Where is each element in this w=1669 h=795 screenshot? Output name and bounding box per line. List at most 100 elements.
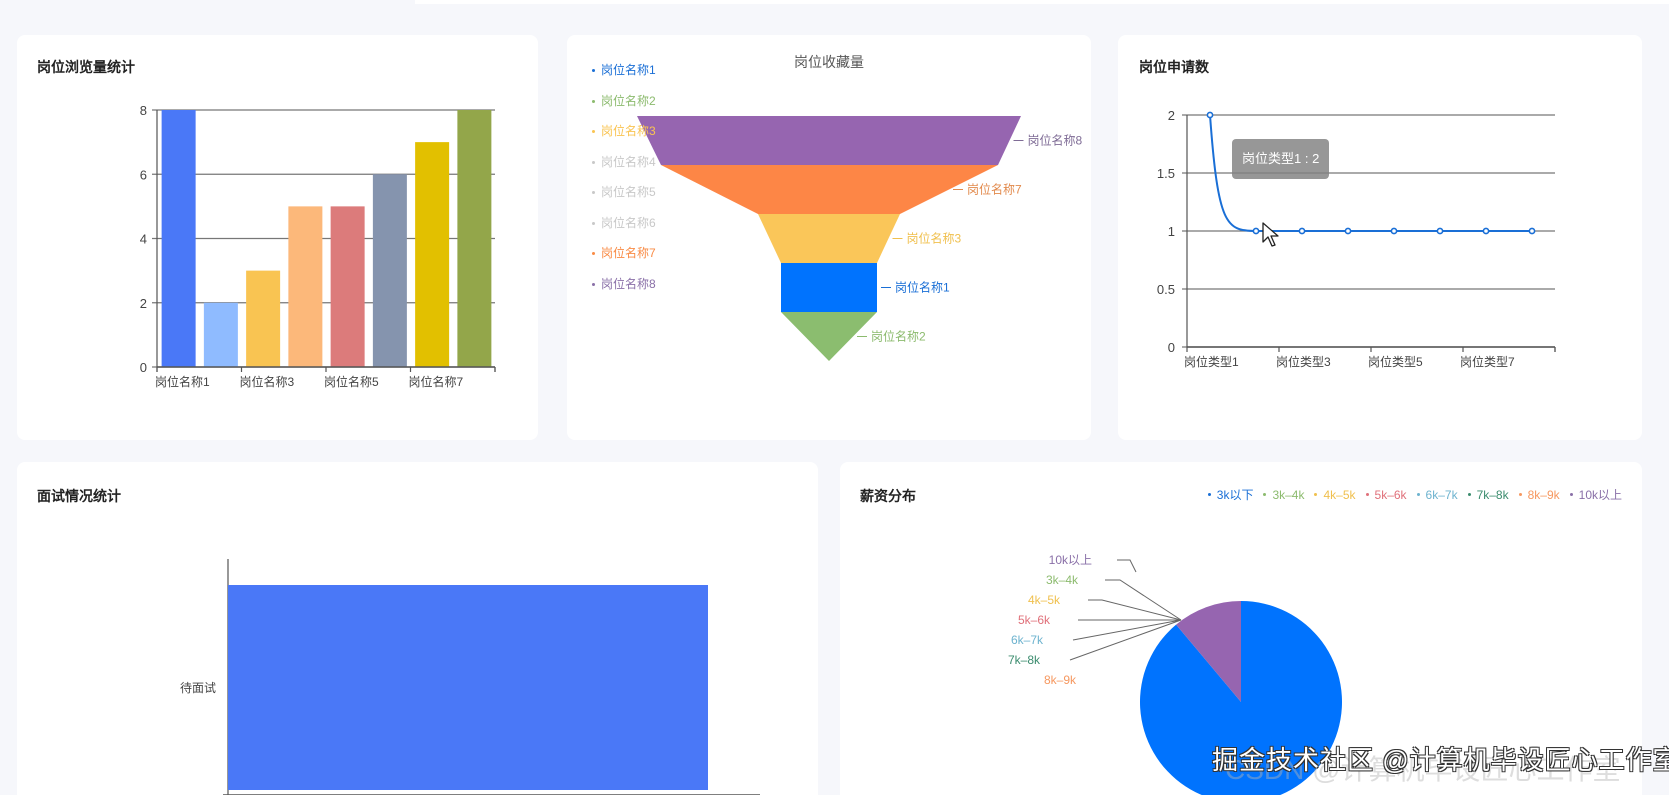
x-tick-label: 岗位类型7 — [1460, 354, 1515, 369]
bar[interactable] — [457, 110, 492, 367]
bar[interactable] — [228, 585, 708, 790]
legend-item[interactable]: 岗位名称1 — [592, 61, 656, 78]
interviews-panel: 面试情况统计 待面试 — [17, 462, 818, 795]
panel-title: 面试情况统计 — [37, 488, 121, 504]
legend-item[interactable]: 岗位名称6 — [592, 214, 656, 231]
pie-label: 5k–6k — [1018, 613, 1051, 627]
pie-label: 8k–9k — [1044, 673, 1077, 687]
funnel-layer[interactable] — [758, 214, 900, 263]
funnel-layer[interactable] — [637, 116, 1021, 165]
funnel-label: 岗位名称3 — [907, 231, 962, 246]
legend-label: 3k以下 — [1216, 488, 1254, 502]
mouse-cursor-icon — [1262, 222, 1279, 247]
x-tick-label: 岗位类型3 — [1276, 354, 1331, 369]
legend-item[interactable]: 10k以上 — [1569, 486, 1622, 503]
legend-item[interactable]: 5k–6k — [1365, 486, 1407, 503]
y-tick-label: 0 — [1168, 340, 1175, 355]
legend-item[interactable]: 3k以下 — [1207, 486, 1254, 503]
legend-item[interactable]: 岗位名称4 — [592, 153, 656, 170]
legend-item[interactable]: 3k–4k — [1263, 486, 1304, 503]
legend-item[interactable]: 7k–8k — [1467, 486, 1509, 503]
data-point[interactable] — [1298, 227, 1306, 235]
y-tick-label: 8 — [140, 103, 147, 118]
x-tick-label: 岗位类型5 — [1368, 354, 1423, 369]
legend-item[interactable]: 岗位名称5 — [592, 183, 656, 200]
data-point[interactable] — [1252, 227, 1260, 235]
bar[interactable] — [203, 302, 238, 367]
data-point[interactable] — [1390, 227, 1398, 235]
legend-label: 8k–9k — [1527, 487, 1560, 502]
y-tick-label: 0 — [140, 360, 147, 375]
legend-label: 10k以上 — [1578, 488, 1622, 502]
legend-item[interactable]: 4k–5k — [1314, 486, 1356, 503]
legend-item[interactable]: 8k–9k — [1518, 486, 1560, 503]
legend-item[interactable]: 岗位名称7 — [592, 244, 656, 261]
legend-dot-icon — [1207, 493, 1211, 496]
x-tick-label: 岗位类型1 — [1184, 354, 1239, 369]
funnel-label: 岗位名称2 — [871, 329, 926, 344]
data-point[interactable] — [1528, 227, 1536, 235]
y-tick-label: 4 — [140, 232, 147, 247]
legend-label: 岗位名称7 — [601, 246, 656, 260]
bar[interactable] — [246, 270, 281, 367]
legend-dot-icon — [1467, 493, 1471, 496]
data-point[interactable] — [1206, 111, 1214, 119]
pie-slice[interactable] — [1140, 601, 1342, 795]
legend-dot-icon — [592, 252, 595, 256]
bar[interactable] — [415, 142, 450, 367]
x-tick-label: 岗位名称1 — [155, 374, 210, 389]
data-point[interactable] — [1436, 227, 1444, 235]
pie-label: 3k–4k — [1046, 573, 1079, 587]
funnel-layer[interactable] — [781, 312, 877, 361]
interviews-bar-chart: 待面试 — [180, 559, 760, 795]
panel-title: 薪资分布 — [860, 488, 916, 504]
legend-label: 3k–4k — [1272, 487, 1305, 502]
y-tick-label: 待面试 — [180, 680, 216, 695]
funnel-layer[interactable] — [661, 165, 998, 214]
legend-dot-icon — [1314, 493, 1318, 496]
bar[interactable] — [330, 206, 365, 367]
watermark: 掘金技术社区 @计算机毕设匠心工作室 — [1212, 745, 1669, 775]
line-series — [1209, 114, 1532, 232]
y-tick-label: 2 — [140, 296, 147, 311]
data-point[interactable] — [1344, 227, 1352, 235]
legend-dot-icon — [592, 221, 595, 225]
legend-item[interactable]: 岗位名称8 — [592, 275, 656, 292]
pie-label: 4k–5k — [1028, 593, 1061, 607]
bar[interactable] — [161, 110, 196, 367]
y-tick-label: 2 — [1168, 108, 1175, 123]
pie-label: 7k–8k — [1008, 653, 1041, 667]
data-point[interactable] — [1482, 227, 1490, 235]
legend-item[interactable]: 岗位名称2 — [592, 92, 656, 109]
chart-tooltip: 岗位类型1 : 2 — [1232, 139, 1330, 179]
y-tick-label: 1.5 — [1157, 166, 1175, 181]
bar[interactable] — [288, 206, 323, 367]
legend-label: 5k–6k — [1374, 487, 1407, 502]
y-tick-label: 0.5 — [1157, 282, 1175, 297]
legend-label: 7k–8k — [1476, 487, 1509, 502]
legend-item[interactable]: 6k–7k — [1416, 486, 1458, 503]
x-tick-label: 岗位名称5 — [324, 374, 379, 389]
legend-dot-icon — [592, 69, 595, 73]
legend-dot-icon — [1263, 493, 1267, 496]
legend-dot-icon — [1365, 493, 1369, 496]
y-tick-label: 6 — [140, 167, 147, 182]
funnel-label: 岗位名称1 — [895, 280, 950, 295]
pie-slice[interactable] — [1176, 601, 1241, 702]
legend-dot-icon — [1569, 493, 1573, 496]
legend-item[interactable]: 岗位名称3 — [592, 122, 656, 139]
bar[interactable] — [372, 174, 407, 367]
x-tick-label: 岗位名称7 — [409, 374, 464, 389]
legend-dot-icon — [592, 99, 595, 103]
salary-legend: 3k以下 3k–4k 4k–5k 5k–6k 6k–7k 7k–8k 8k–9k 10k以上 — [1207, 486, 1622, 503]
legend-dot-icon — [592, 160, 595, 164]
legend-label: 岗位名称5 — [601, 185, 656, 199]
funnel-layer[interactable] — [781, 263, 877, 312]
panel-title: 岗位申请数 — [1139, 59, 1209, 75]
